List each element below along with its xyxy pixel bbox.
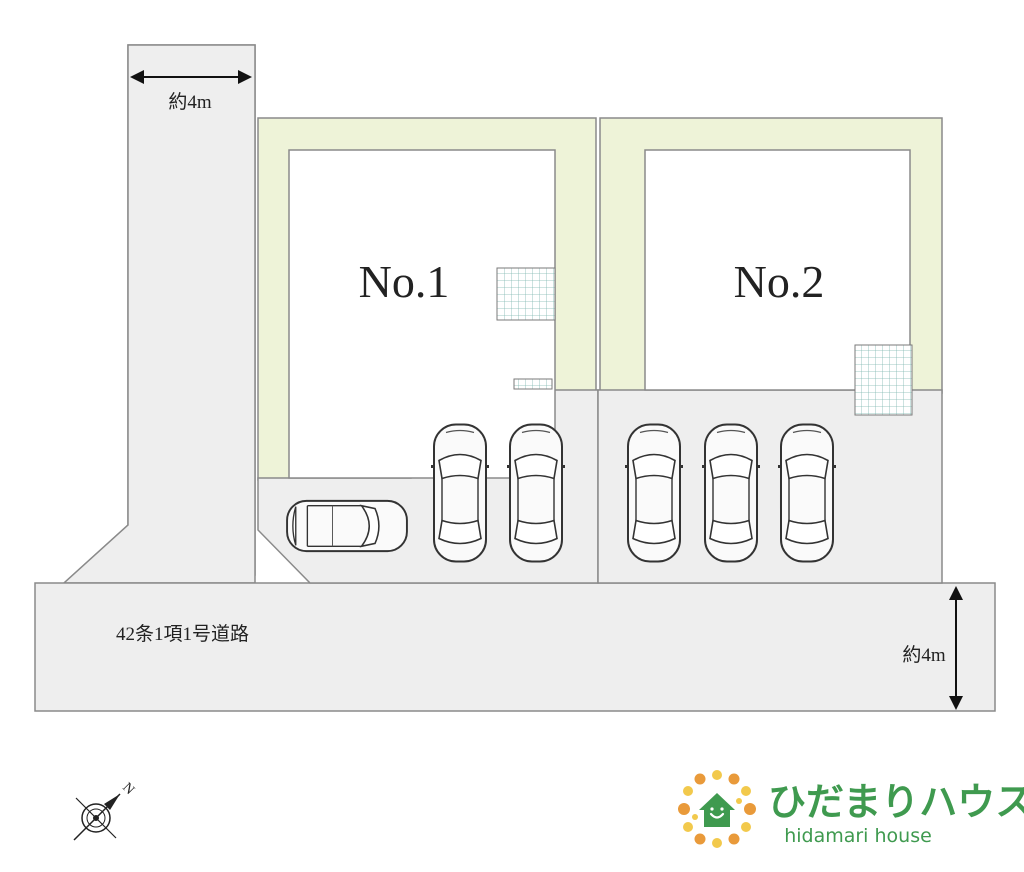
road-width-dimension: 約4m bbox=[902, 586, 963, 710]
road-width-label: 約4m bbox=[902, 644, 946, 666]
north-compass-icon: N bbox=[73, 780, 137, 841]
north-label: N bbox=[119, 780, 137, 798]
passage-fill bbox=[62, 44, 256, 584]
lot-2-label: No.2 bbox=[734, 256, 825, 307]
lot-2-deck bbox=[854, 344, 913, 416]
road-label: 42条1項1号道路 bbox=[116, 623, 249, 645]
sun-dots-icon bbox=[678, 770, 756, 848]
car-1 bbox=[286, 499, 408, 553]
car-2 bbox=[430, 422, 490, 564]
top-width-label: 約4m bbox=[168, 91, 212, 113]
lot-1-entry-step bbox=[513, 378, 553, 390]
car-5 bbox=[701, 422, 761, 564]
top-width-dimension: 約4m bbox=[130, 70, 252, 113]
logo-name-ja: ひだまりハウス bbox=[768, 780, 1024, 824]
house-icon bbox=[699, 793, 735, 827]
public-road bbox=[34, 582, 996, 712]
company-logo: ひだまりハウス hidamari house bbox=[678, 770, 1024, 848]
ground bbox=[34, 44, 996, 712]
lot-1-deck bbox=[496, 267, 556, 321]
logo-name-en: hidamari house bbox=[784, 825, 932, 847]
lot-1-label: No.1 bbox=[359, 256, 450, 307]
car-4 bbox=[624, 422, 684, 564]
car-3 bbox=[506, 422, 566, 564]
car-6 bbox=[777, 422, 837, 564]
